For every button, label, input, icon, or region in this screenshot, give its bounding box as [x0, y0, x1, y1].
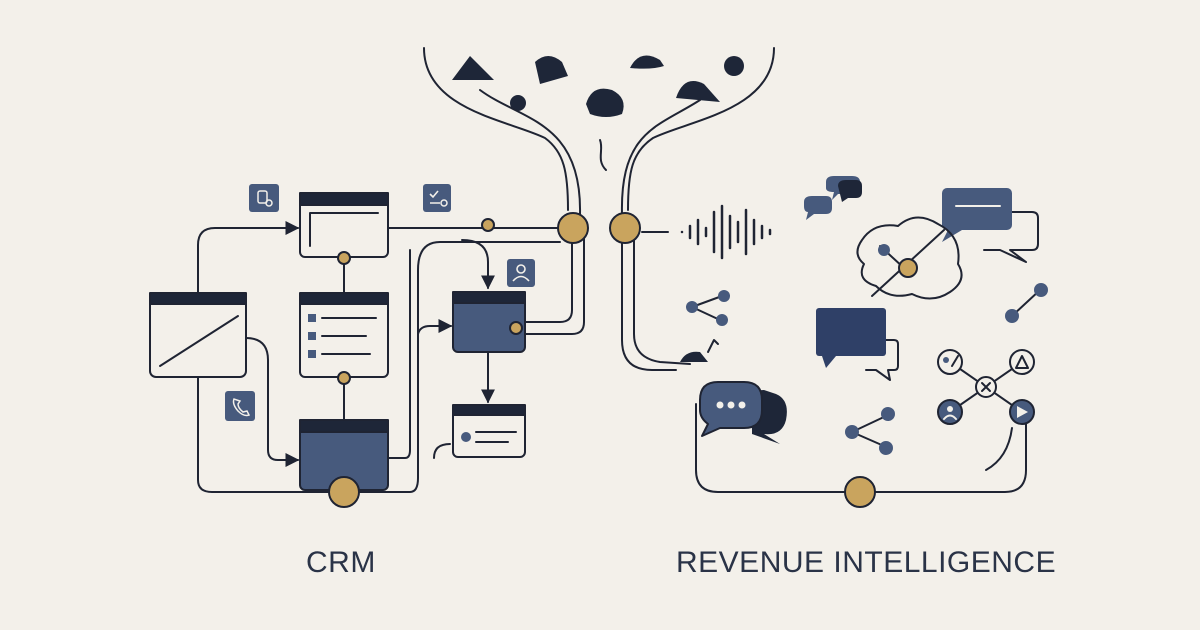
funnel-lines	[423, 47, 775, 215]
crm-label: CRM	[306, 546, 376, 579]
small-node-1	[481, 218, 495, 232]
top-shapes	[452, 55, 744, 117]
user-icon	[507, 259, 535, 287]
crm-flow	[149, 192, 585, 493]
crm-small-content	[461, 431, 517, 443]
checklist-icon	[423, 184, 451, 212]
phone-icon	[225, 391, 255, 421]
conn-left-to-top	[197, 221, 300, 293]
crm-bottom-node	[328, 476, 360, 508]
audio-waveform-icon	[680, 204, 772, 260]
database-search-icon	[249, 184, 279, 212]
cloud-shape-1	[452, 56, 494, 80]
conversation-icon	[699, 381, 787, 444]
conn-small-left	[433, 443, 451, 459]
crm-panel-list-bar	[299, 292, 389, 305]
share-node-icon	[686, 290, 730, 326]
crm-panel-bottom-bar	[299, 419, 389, 433]
conn-hub-to-chat	[621, 233, 677, 371]
ri-bottom-node	[844, 476, 876, 508]
share-node-icon-2	[845, 407, 895, 455]
small-node-2	[337, 251, 351, 265]
conn-bottom-loop	[197, 241, 561, 493]
small-node-4	[509, 321, 523, 335]
revenue-intelligence-label: REVENUE INTELLIGENCE	[676, 546, 1057, 579]
conn-hub-to-chat-2	[633, 233, 691, 365]
network-graph	[937, 349, 1035, 425]
message-box-icon	[816, 308, 899, 381]
conn-left-to-bottom	[245, 337, 300, 467]
blob-shape-3	[630, 55, 664, 69]
chat-bubble-icon	[804, 176, 862, 220]
speaker-icon	[680, 339, 719, 362]
crm-list-rows	[308, 314, 377, 358]
crm-panel-top-bar	[299, 192, 389, 206]
funnel-left-inner	[479, 89, 582, 215]
hub-node-left	[557, 212, 589, 244]
crm-panel-left	[149, 292, 247, 378]
tag-icons	[225, 184, 535, 421]
blob-shape-7	[586, 88, 624, 117]
funnel-left-outer	[423, 47, 569, 211]
crm-panel-top-corner	[309, 212, 379, 247]
gold-nodes	[328, 212, 876, 508]
hub-node-right	[609, 212, 641, 244]
triangle-node-icon	[1009, 349, 1035, 375]
dot-shape-4	[724, 56, 744, 76]
funnel-right-outer	[627, 47, 775, 211]
conn-mid-to-hub-2	[524, 233, 585, 335]
share-node-icon-3	[1005, 283, 1048, 323]
crm-panel-mid-bar	[452, 291, 526, 304]
funnel-squiggle	[599, 139, 607, 171]
cloud-shape-5	[676, 81, 720, 102]
small-node-3	[337, 371, 351, 385]
funnel-right-inner	[620, 99, 701, 215]
dot-shape-6	[510, 95, 526, 111]
crm-panel-small-bar	[452, 404, 526, 416]
crm-panel-left-bar	[149, 292, 247, 305]
ri-inner-curve	[985, 427, 1013, 471]
speech-bubble-icon	[942, 188, 1039, 263]
cloud-icon	[856, 216, 963, 300]
person-icon	[937, 349, 963, 375]
conn-to-mid	[417, 319, 453, 335]
blob-shape-2	[535, 56, 568, 84]
conn-bottom-up	[387, 249, 411, 459]
crm-panel-left-slash	[159, 315, 239, 367]
conn-down-to-mid	[461, 239, 495, 290]
conn-mid-to-hub	[524, 233, 573, 323]
